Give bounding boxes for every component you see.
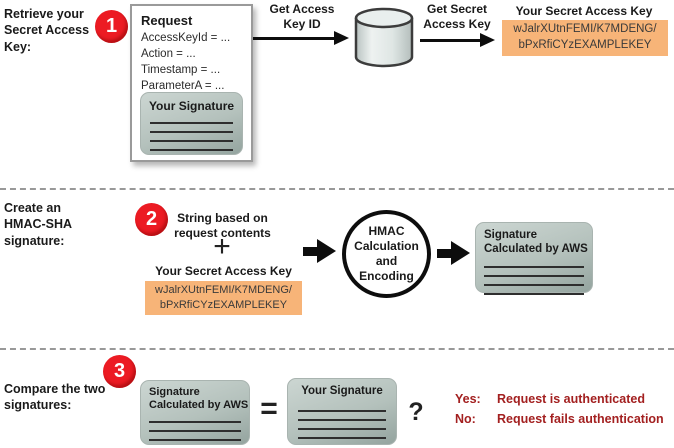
signature-line (148, 432, 242, 442)
section-divider (0, 188, 674, 190)
signature-line (150, 133, 233, 143)
request-field-action: Action = ... (141, 48, 196, 60)
your-signature-card-step3: Your Signature (287, 378, 397, 445)
secret-key-value-step1: wJalrXUtnFEMI/K7MDENG/ bPxRfiCYzEXAMPLEK… (502, 20, 668, 56)
secret-key-label-step2: Your Secret Access Key (155, 264, 292, 278)
signature-line (148, 414, 242, 424)
step2-heading: Create an HMAC-SHA signature: (4, 201, 73, 248)
arrow-right-icon (420, 33, 495, 47)
signature-line (150, 142, 233, 152)
signature-line (297, 430, 387, 439)
your-signature-card: Your Signature (140, 92, 243, 155)
step3-badge: 3 (103, 355, 136, 388)
arrow-right-icon (437, 241, 470, 265)
hmac-calculation-circle: HMAC Calculation and Encoding (342, 210, 431, 298)
request-field-timestamp: Timestamp = ... (141, 64, 221, 76)
string-based-label: String based on request contents (174, 211, 271, 240)
secret-key-value-step2: wJalrXUtnFEMI/K7MDENG/ bPxRfiCYzEXAMPLEK… (145, 281, 302, 315)
step1-heading: Retrieve your Secret Access Key: (4, 7, 90, 54)
get-access-key-id-label: Get Access Key ID (269, 2, 335, 31)
signature-line (150, 115, 233, 125)
arrow-right-icon (253, 31, 349, 45)
signature-line (297, 403, 387, 412)
aws-signature-title-step2: Signature Calculated by AWS (484, 229, 588, 255)
yes-result-line: Yes: Request is authenticated (455, 392, 645, 406)
step2-badge: 2 (135, 203, 168, 236)
signature-line (484, 286, 584, 295)
question-mark: ? (408, 398, 424, 426)
signature-line (484, 277, 584, 286)
yes-text: Request is authenticated (497, 392, 645, 406)
signature-line (149, 441, 242, 448)
request-field-parametera: ParameterA = ... (141, 80, 225, 92)
no-text: Request fails authentication (497, 412, 664, 426)
step1-badge: 1 (95, 10, 128, 43)
step3-heading: Compare the two signatures: (4, 382, 106, 413)
plus-sign: + (213, 230, 231, 263)
signature-line (297, 412, 387, 421)
yes-label: Yes: (455, 392, 481, 406)
request-title: Request (141, 13, 193, 28)
signature-line (148, 423, 242, 433)
signature-line (297, 421, 387, 430)
no-result-line: No: Request fails authentication (455, 412, 664, 426)
signature-line (484, 259, 584, 268)
aws-signature-title-step3: Signature Calculated by AWS (149, 386, 249, 412)
secret-key-label-step1: Your Secret Access Key (515, 4, 653, 18)
arrow-right-icon (303, 239, 336, 263)
get-secret-access-key-label: Get Secret Access Key (423, 2, 491, 31)
your-signature-title: Your Signature (148, 99, 235, 113)
aws-signature-card-step3: Signature Calculated by AWS (140, 380, 250, 445)
no-label: No: (455, 412, 476, 426)
aws-signature-card-step2: Signature Calculated by AWS (475, 222, 593, 295)
your-signature-title-step3: Your Signature (301, 385, 383, 397)
section-divider (0, 348, 674, 350)
database-cylinder-icon (353, 7, 415, 74)
request-box: Request AccessKeyId = ... Action = ... T… (130, 4, 253, 162)
equals-sign: = (260, 392, 278, 425)
signature-line (484, 268, 584, 277)
signature-line (150, 124, 233, 134)
request-field-accesskeyid: AccessKeyId = ... (141, 32, 231, 44)
